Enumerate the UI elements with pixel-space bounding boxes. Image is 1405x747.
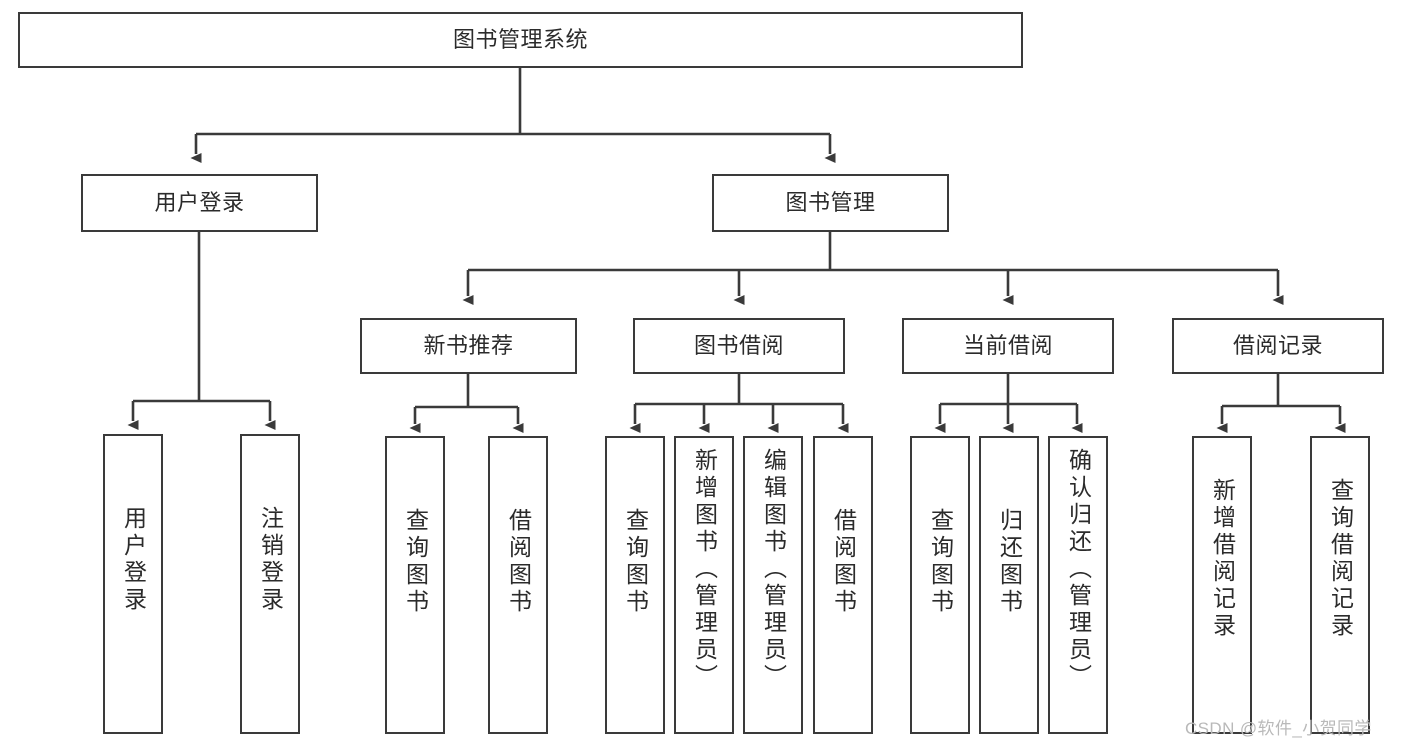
leaf-add-book[interactable]: 新增图书（管理员）	[674, 436, 734, 734]
node-label: 查询图书	[402, 508, 429, 616]
leaf-borrow-book-1[interactable]: 借阅图书	[488, 436, 548, 734]
node-label: 归还图书	[996, 508, 1023, 616]
leaf-logout-login[interactable]: 注销登录	[240, 434, 300, 734]
node-label: 新增借阅记录	[1209, 478, 1236, 640]
node-label: 图书借阅	[693, 333, 784, 359]
node-label: 当前借阅	[962, 333, 1053, 359]
csdn-watermark: CSDN @软件_小贺同学	[1185, 719, 1372, 738]
node-label: 借阅图书	[505, 508, 532, 616]
leaf-user-login[interactable]: 用户登录	[103, 434, 163, 734]
leaf-query-record[interactable]: 查询借阅记录	[1310, 436, 1370, 734]
node-book-borrow[interactable]: 图书借阅	[633, 318, 845, 374]
node-label: 借阅记录	[1232, 333, 1323, 359]
node-label: 新书推荐	[423, 333, 514, 359]
leaf-query-book-1[interactable]: 查询图书	[385, 436, 445, 734]
node-book-management[interactable]: 图书管理	[712, 174, 949, 232]
node-new-book-recommend[interactable]: 新书推荐	[360, 318, 577, 374]
node-label: 注销登录	[257, 506, 284, 614]
leaf-return-book[interactable]: 归还图书	[979, 436, 1039, 734]
leaf-query-book-2[interactable]: 查询图书	[605, 436, 665, 734]
leaf-query-book-3[interactable]: 查询图书	[910, 436, 970, 734]
node-label: 查询借阅记录	[1327, 478, 1354, 640]
node-label: 确认归还（管理员）	[1065, 448, 1092, 691]
node-label: 查询图书	[927, 508, 954, 616]
node-label: 图书管理系统	[452, 27, 588, 53]
node-label: 用户登录	[120, 506, 147, 614]
node-label: 借阅图书	[830, 508, 857, 616]
leaf-edit-book[interactable]: 编辑图书（管理员）	[743, 436, 803, 734]
leaf-confirm-return[interactable]: 确认归还（管理员）	[1048, 436, 1108, 734]
node-label: 查询图书	[622, 508, 649, 616]
node-book-management-system[interactable]: 图书管理系统	[18, 12, 1023, 68]
node-label: 图书管理	[785, 190, 876, 216]
node-label: 用户登录	[154, 190, 245, 216]
leaf-add-record[interactable]: 新增借阅记录	[1192, 436, 1252, 734]
node-current-borrow[interactable]: 当前借阅	[902, 318, 1114, 374]
node-label: 编辑图书（管理员）	[760, 448, 787, 691]
node-label: 新增图书（管理员）	[691, 448, 718, 691]
leaf-borrow-book-2[interactable]: 借阅图书	[813, 436, 873, 734]
node-user-login[interactable]: 用户登录	[81, 174, 318, 232]
node-borrow-record[interactable]: 借阅记录	[1172, 318, 1384, 374]
